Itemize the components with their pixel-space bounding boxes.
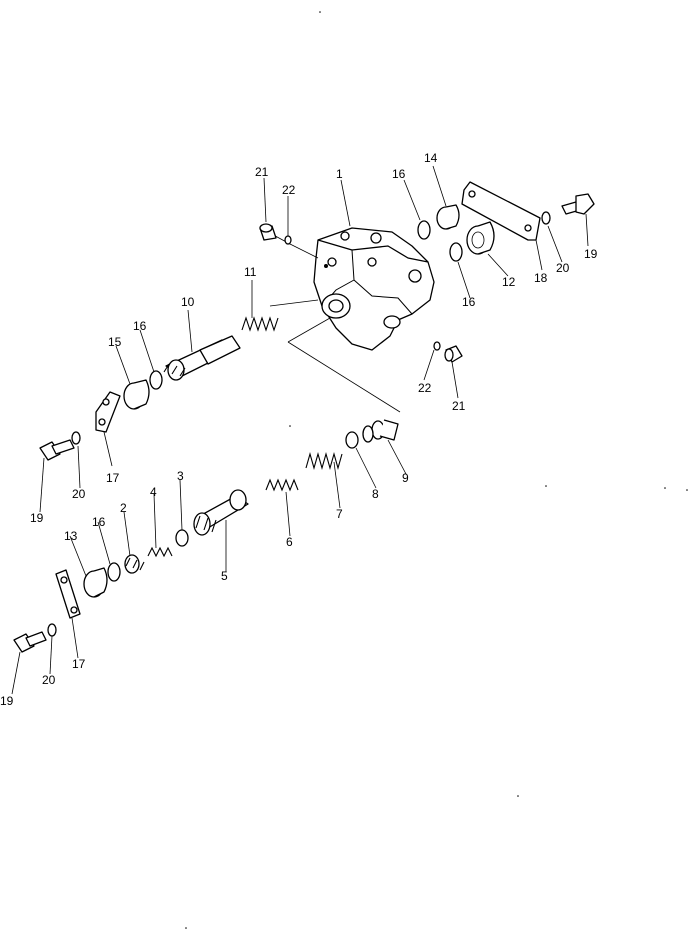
callout-2: 2 [120, 501, 127, 515]
callout-leaders [11, 165, 589, 695]
cap-13 [83, 567, 108, 598]
scan-specks [185, 11, 688, 929]
callout-21-upper: 21 [255, 165, 269, 179]
callout-7: 7 [336, 507, 343, 521]
callout-3: 3 [177, 469, 184, 483]
washer-20-lower [47, 623, 57, 637]
callout-19-upper: 19 [30, 511, 44, 525]
callout-22-upper: 22 [282, 183, 296, 197]
o-ring-16-lower [107, 562, 121, 582]
callout-16-spool: 16 [133, 319, 147, 333]
cap-15 [123, 379, 150, 410]
o-ring-22-lower [433, 341, 441, 351]
callout-21-lower: 21 [452, 399, 466, 413]
callout-16-right: 16 [462, 295, 476, 309]
callout-19-lower: 19 [0, 694, 14, 708]
callout-12: 12 [502, 275, 516, 289]
plug-21-upper [259, 223, 277, 241]
callout-17-upper: 17 [106, 471, 120, 485]
callout-16-lower: 16 [92, 515, 106, 529]
o-ring-16-upper-spool [149, 370, 163, 390]
callout-22-lower: 22 [418, 381, 432, 395]
callout-15: 15 [108, 335, 122, 349]
spring-7 [305, 451, 343, 471]
callout-4: 4 [150, 485, 157, 499]
piece-2 [124, 554, 145, 574]
washer-20-upper [71, 431, 81, 445]
callout-17-lower: 17 [72, 657, 86, 671]
ring-3 [175, 529, 189, 547]
callout-5: 5 [221, 569, 228, 583]
callout-16-upper: 16 [392, 167, 406, 181]
callout-8: 8 [372, 487, 379, 501]
spool-10 [163, 335, 241, 381]
callout-10: 10 [181, 295, 195, 309]
callout-19-right: 19 [584, 247, 598, 261]
callout-11: 11 [244, 265, 257, 279]
bolt-19-right [561, 193, 595, 215]
o-ring-22-upper [284, 235, 292, 245]
callout-6: 6 [286, 535, 293, 549]
plug-14 [436, 204, 460, 230]
callout-20-lower: 20 [42, 673, 56, 687]
spring-seat-9 [362, 419, 399, 443]
callout-13: 13 [64, 529, 78, 543]
valve-body [313, 227, 435, 351]
plate-17-upper [95, 391, 121, 433]
callout-18: 18 [534, 271, 548, 285]
washer-20-right [541, 211, 551, 225]
washer-8 [345, 431, 359, 449]
callout-20-right: 20 [556, 261, 570, 275]
callout-20-upper: 20 [72, 487, 86, 501]
callout-14: 14 [424, 151, 438, 165]
bolt-19-lower [13, 631, 47, 653]
o-ring-16-upper [417, 220, 431, 240]
spring-11 [241, 316, 279, 332]
o-ring-16-right [449, 242, 463, 262]
plug-21-lower [444, 345, 463, 363]
bolt-19-upper [39, 439, 75, 461]
callout-1: 1 [336, 167, 343, 181]
spring-6 [265, 478, 299, 492]
callout-labels: 1 21 22 16 14 16 12 18 20 19 22 21 11 10… [0, 151, 598, 708]
plate-17-lower [55, 569, 81, 619]
callout-9: 9 [402, 471, 409, 485]
spool-5 [193, 489, 249, 536]
spring-4 [147, 546, 173, 558]
plug-12 [466, 221, 495, 255]
